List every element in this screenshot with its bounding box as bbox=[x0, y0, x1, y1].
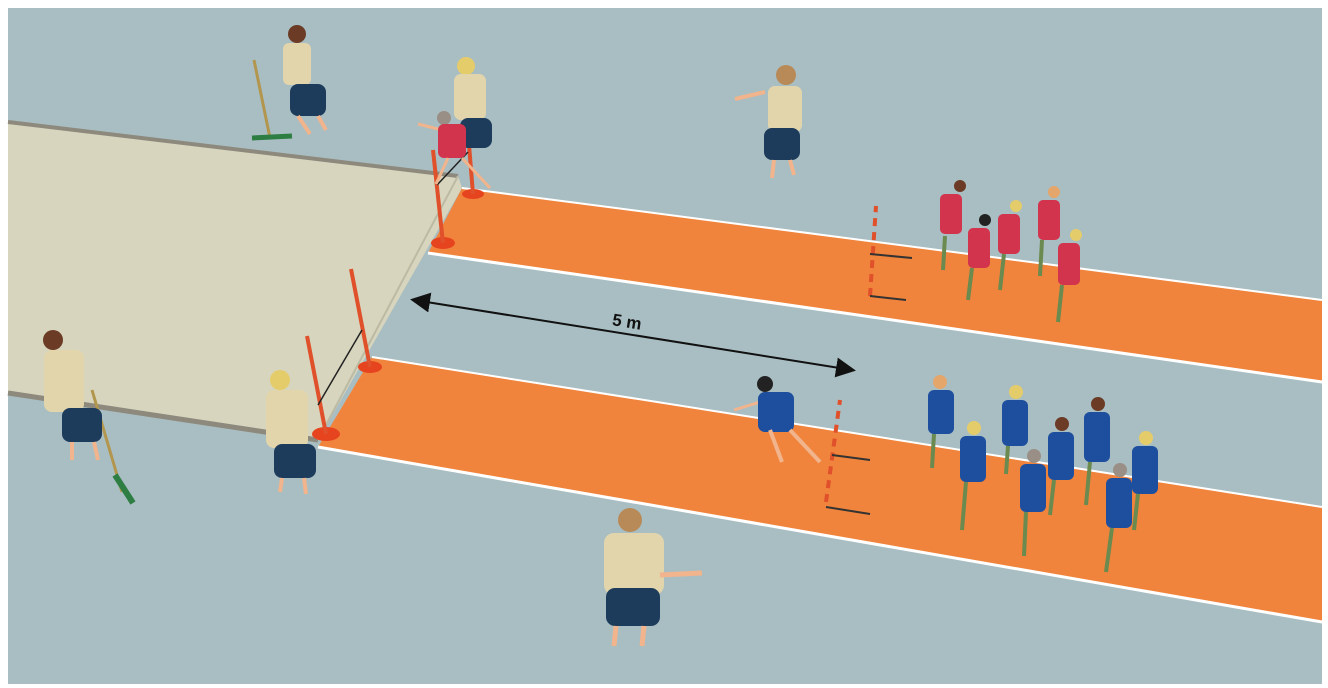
long-jump-relay-diagram: 5 m bbox=[0, 0, 1328, 688]
